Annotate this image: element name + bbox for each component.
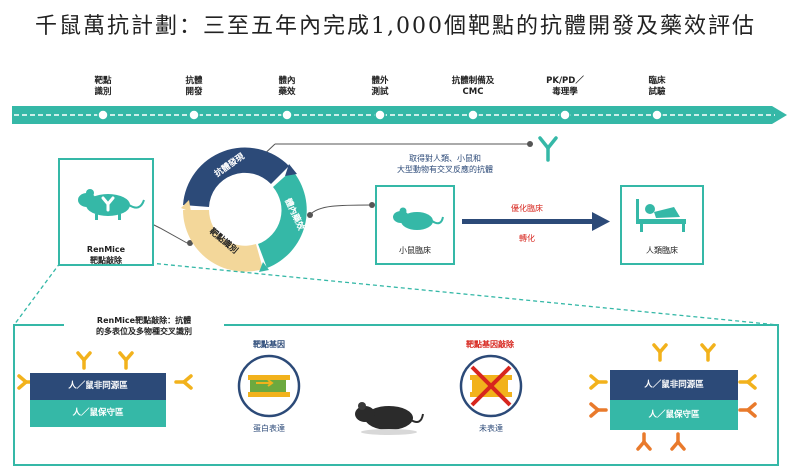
zoom-dashes (13, 262, 779, 326)
translation-arrow (462, 212, 610, 231)
page-title: 千鼠萬抗計劃：三至五年內完成1,000個靶點的抗體開發及藥效評估 (35, 14, 756, 39)
stage-label-cmc: 抗體制備及 CMC (451, 76, 495, 97)
mouse-icon (393, 207, 444, 230)
right-block-conserved: 人／鼠保守區 (610, 400, 738, 430)
antibody-icon (538, 136, 558, 162)
bottom-panel-frame (13, 324, 779, 466)
left-block-conserved: 人／鼠保守區 (30, 400, 166, 427)
connector-cycle-mouse (307, 202, 375, 218)
renmice-label: RenMice 靶點敲除 (60, 244, 152, 266)
left-block-nonhomolog: 人／鼠非同源區 (30, 373, 166, 400)
timeline-dot (559, 109, 571, 121)
note-line-2: 大型動物有交叉反應的抗體 (397, 165, 493, 174)
heading-line-1: RenMice靶點敲除：抗體 (96, 316, 192, 325)
note-line-1: 取得對人類、小鼠和 (409, 154, 481, 163)
timeline-dot (97, 109, 109, 121)
renmice-label-1: RenMice (86, 245, 126, 254)
bottom-panel-heading: RenMice靶點敲除：抗體 的多表位及多物種交叉識別 (64, 313, 224, 339)
gene-knockout-title: 靶點基因敲除 (466, 340, 514, 349)
stage-label-antibody-dev: 抗體 開發 (185, 76, 203, 97)
mouse-photo (355, 402, 424, 435)
mouse-clinic-box: 小鼠臨床 (375, 185, 455, 265)
stage-label-clinical-trial: 臨床 試驗 (648, 76, 666, 97)
cycle-segment-discovery (183, 147, 289, 207)
timeline-bar (12, 106, 787, 124)
arrow-label-optimize: 優化臨床 (511, 204, 543, 213)
renmice-label-2: 靶點敲除 (90, 256, 122, 265)
timeline-dot (281, 109, 293, 121)
gene-knockout-caption: 未表達 (479, 424, 503, 433)
timeline-dot (374, 109, 386, 121)
gene-knockout-icon (459, 354, 523, 418)
patient-bed-icon (636, 199, 686, 232)
mouse-clinic-label: 小鼠臨床 (399, 246, 431, 255)
stage-label-in-vivo: 體內 藥效 (278, 76, 296, 97)
note-cross-reactive: 取得對人類、小鼠和 大型動物有交叉反應的抗體 (380, 153, 510, 175)
human-clinic-box: 人類臨床 (620, 185, 704, 265)
timeline-dot (188, 109, 200, 121)
renmice-box: RenMice 靶點敲除 (58, 158, 154, 266)
stage-label-pkpd: PK/PD／ 毒理學 (546, 76, 584, 97)
arrow-label-translate: 轉化 (519, 234, 535, 243)
stage-label-in-vitro: 體外 測試 (371, 76, 389, 97)
cycle-segment-target (183, 210, 263, 272)
right-antibody-icons (589, 343, 757, 451)
gene-target-caption: 蛋白表達 (253, 424, 285, 433)
right-antibody-illustration (589, 343, 757, 451)
cycle-segment-in-vivo (258, 170, 307, 268)
mouse-with-antibody-icon (78, 189, 145, 220)
right-block-nonhomolog: 人／鼠非同源區 (610, 370, 738, 400)
heading-line-2: 的多表位及多物種交叉識別 (96, 327, 192, 336)
timeline-dot (467, 109, 479, 121)
gene-target-icon (237, 354, 301, 418)
development-cycle: 抗體發現 體內藥效 靶點識別 (181, 147, 307, 272)
stage-label-target-id: 靶點 識別 (94, 76, 112, 97)
left-antibody-icons (17, 351, 193, 390)
timeline-dot (651, 109, 663, 121)
gene-target-title: 靶點基因 (253, 340, 285, 349)
human-clinic-label: 人類臨床 (646, 246, 678, 255)
left-antibody-illustration (17, 351, 193, 390)
